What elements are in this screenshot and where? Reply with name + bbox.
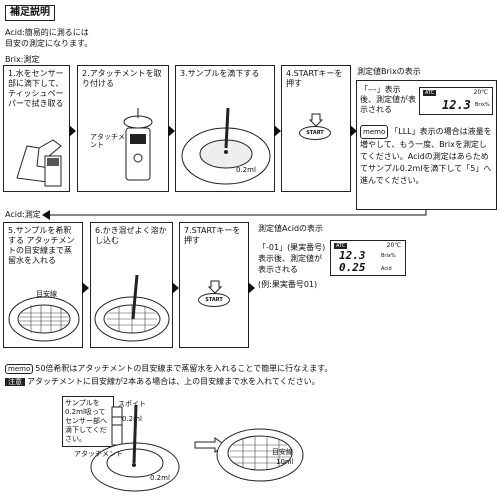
lcd-mode: ATC (423, 90, 437, 96)
arrow-5 (82, 282, 89, 294)
lcd-acid-unit: Acid (381, 266, 392, 272)
dilution-illustration (8, 296, 80, 342)
step-3-text: 3.サンプルを滴下する (180, 69, 260, 78)
step-7-text: 7.STARTキーを押す (184, 226, 241, 245)
step-7-box: 7.STARTキーを押す START (179, 222, 249, 348)
acid-section-label: Acid:測定 (5, 210, 41, 219)
lcd-temp: 20℃ (386, 242, 401, 249)
press-arrow-icon (207, 280, 223, 294)
intro-line-1: Acid:簡易的に測るには (5, 28, 89, 37)
footer-note: 注意アタッチメントに目安線が2本ある場合は、上の目安線まで水を入れてください。 (5, 377, 495, 387)
start-button-acid[interactable]: START (198, 293, 230, 307)
brix-result-box: 「---」表示後、測定値が表示される ATC 20℃ 12.3 Brix% me… (356, 80, 497, 210)
brix-memo: memo「LLL」表示の場合は液量を増やして、もう一度、Brixを測定してくださ… (360, 125, 494, 187)
step-4-text: 4.STARTキーを押す (286, 69, 343, 88)
lcd-temp: 20℃ (473, 89, 488, 96)
intro-line-2: 目安の測定になります。 (5, 39, 93, 48)
step-5-text: 5.サンプルを希釈する アタッチメントの目安線まで蒸留水を入れる (8, 226, 75, 265)
arrow-7 (248, 282, 255, 294)
arrow-4 (350, 125, 357, 137)
memo-tag: memo (5, 364, 34, 375)
refractometer-illustration (123, 108, 153, 181)
acid-result-text: 「-01」(果実番号)表示後、測定値が表示される (258, 243, 326, 274)
guide-line-volume-bottom: 10ml (276, 458, 294, 466)
lcd-brix-value: 12.3 (339, 249, 366, 262)
memo-tag: memo (360, 125, 389, 139)
page-title: 補足説明 (5, 5, 55, 21)
callout-box: サンプルを0.2ml吸ってセンサー部へ滴下してください。 (62, 396, 114, 447)
drop-volume-bottom: 0.2ml (150, 474, 170, 482)
footer-note-text: アタッチメントに目安線が2本ある場合は、上の目安線まで水を入れてください。 (27, 377, 320, 386)
step-6-box: 6.かき混ぜよく溶かし込む (90, 222, 173, 348)
brix-result-text: 「---」表示後、測定値が表示される (360, 85, 416, 114)
lcd-mode: ATC (334, 243, 348, 249)
brix-result-heading: 測定値Brixの表示 (357, 67, 421, 76)
attachment-label-bottom: アタッチメント (74, 450, 123, 458)
lcd-acid-value: 0.25 (339, 261, 366, 274)
stir-illustration (94, 274, 170, 342)
lcd-brix-unit: Brix% (475, 102, 490, 108)
arrow-1 (69, 125, 76, 137)
step-6-text: 6.かき混ぜよく溶かし込む (95, 226, 167, 245)
intro-text: Acid:簡易的に測るには 目安の測定になります。 (5, 27, 92, 49)
sample-drop-illustration (181, 107, 271, 185)
filled-attachment-illustration (216, 428, 304, 482)
step-4-box: 4.STARTキーを押す START (281, 65, 351, 192)
arrow-3 (274, 125, 281, 137)
press-arrow-icon (308, 113, 324, 127)
brix-section-label: Brix:測定 (5, 55, 40, 64)
acid-lcd: ATC 20℃ 12.3 Brix% 0.25 Acid (330, 240, 406, 276)
caution-tag: 注意 (5, 378, 25, 387)
drop-volume-label: 0.2ml (236, 166, 256, 174)
lcd-brix-value: 12.3 (442, 98, 471, 112)
step-2-text: 2.アタッチメントを取り付ける (82, 69, 162, 88)
step-5-box: 5.サンプルを希釈する アタッチメントの目安線まで蒸留水を入れる 目安線 10m… (3, 222, 83, 348)
pipette-attachment-illustration (90, 404, 180, 492)
step-2-box: 2.アタッチメントを取り付ける アタッチメント (77, 65, 169, 192)
arrow-6 (172, 282, 179, 294)
acid-result-heading: 測定値Acidの表示 (258, 224, 324, 233)
start-button[interactable]: START (299, 126, 331, 140)
hand-tissue-illustration (16, 139, 62, 187)
guide-line-label-bottom: 目安線 (272, 448, 293, 456)
pipette-label: スポイト (118, 400, 146, 408)
row-connector (42, 210, 427, 220)
step-1-box: 1.水をセンサー部に滴下して、ティッシュペーパーで拭き取る (3, 65, 70, 192)
pipette-volume: 0.2ml (122, 415, 142, 423)
brix-lcd: ATC 20℃ 12.3 Brix% (419, 87, 493, 115)
attachment-label: アタッチメント (90, 133, 125, 150)
footer-memo-text: 50倍希釈はアタッチメントの目安線まで蒸留水を入れることで簡単に行なえます。 (35, 364, 333, 373)
acid-example: (例:果実番号01) (258, 280, 318, 289)
lcd-brix-unit: Brix% (381, 253, 396, 259)
arrow-2 (168, 125, 175, 137)
step-1-text: 1.水をセンサー部に滴下して、ティッシュペーパーで拭き取る (8, 69, 64, 108)
step-3-box: 3.サンプルを滴下する 0.2ml (175, 65, 275, 192)
memo-text: 「LLL」表示の場合は液量を増やして、もう一度、Brixを測定してください。Ac… (360, 127, 492, 185)
